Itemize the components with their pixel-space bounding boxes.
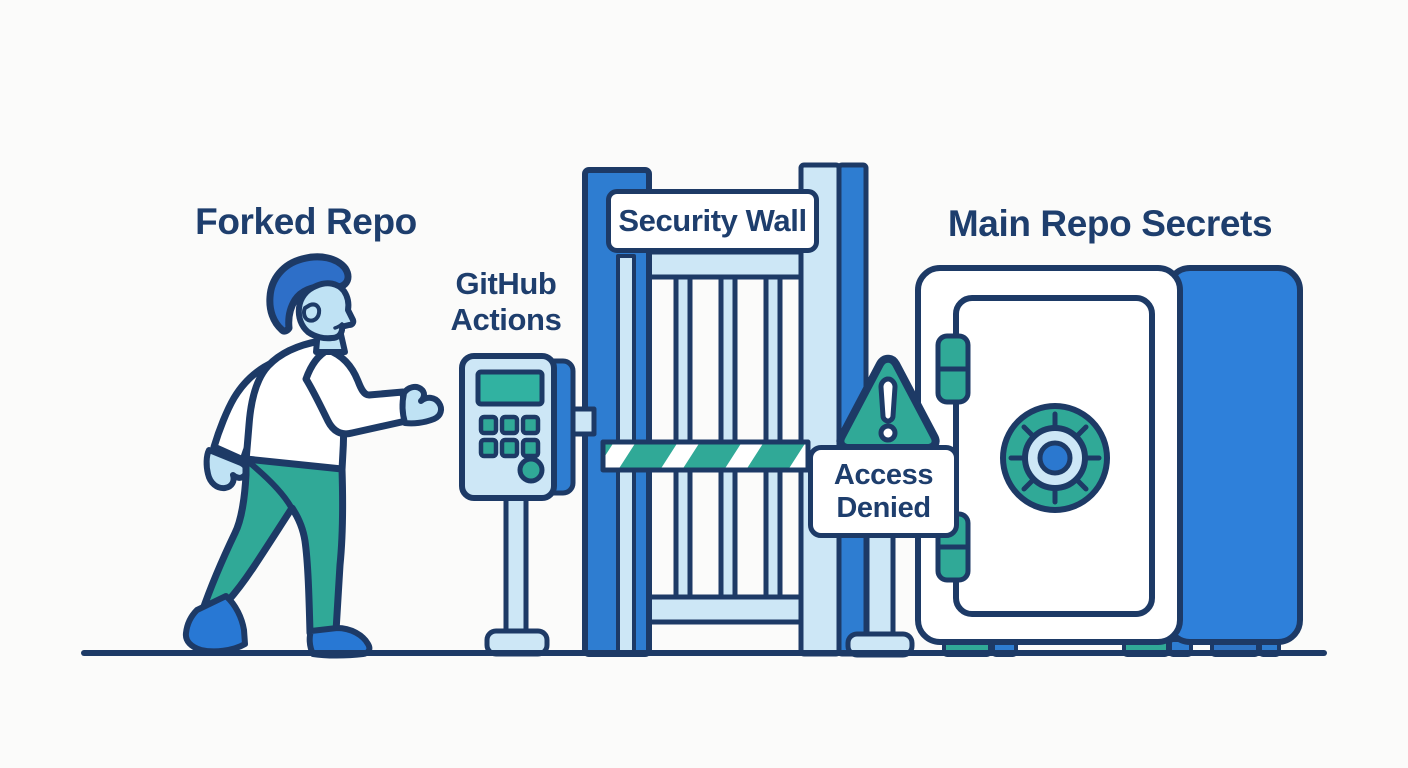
github-actions-line2: Actions — [450, 302, 562, 337]
github-actions-label: GitHub Actions — [451, 266, 562, 338]
vault-side-panel — [1165, 265, 1303, 645]
person-walking — [182, 253, 445, 659]
main-repo-secrets-label: Main Repo Secrets — [947, 203, 1273, 244]
keypad-pole — [503, 493, 529, 639]
access-denied-line2: Denied — [836, 491, 931, 524]
keypad-terminal — [459, 353, 597, 657]
github-actions-line1: GitHub — [455, 266, 557, 301]
security-gate — [582, 162, 869, 657]
access-denied-line1: Access — [833, 458, 934, 491]
forked-repo-label: Forked Repo — [195, 201, 417, 242]
exclamation-icon — [878, 376, 898, 424]
person-hair — [266, 253, 352, 335]
hazard-stripe-barrier — [600, 439, 811, 473]
gate-bars — [673, 265, 783, 607]
security-wall-sign: Security Wall — [606, 189, 819, 253]
person-front-arm — [302, 346, 410, 438]
vault-dial-knob — [1037, 440, 1073, 476]
person-ear — [302, 302, 322, 323]
keypad-buttons — [478, 414, 541, 459]
person-pants-seam — [247, 460, 294, 510]
person-back-shoe — [182, 593, 248, 655]
vault-safe — [915, 265, 1303, 657]
vault-dial — [1000, 403, 1110, 513]
person-pants — [198, 455, 347, 637]
keypad-screen — [475, 369, 545, 407]
keypad-round-button — [517, 456, 545, 484]
hazard-stripes — [603, 442, 808, 470]
access-denied-sign: Access Denied — [808, 445, 959, 538]
security-wall-sign-text: Security Wall — [618, 203, 807, 238]
signpost-pole — [864, 532, 896, 640]
exclamation-dot — [878, 423, 898, 443]
warning-triangle-icon — [836, 354, 940, 452]
person-front-hand — [399, 383, 445, 427]
person-mouth — [333, 322, 344, 330]
